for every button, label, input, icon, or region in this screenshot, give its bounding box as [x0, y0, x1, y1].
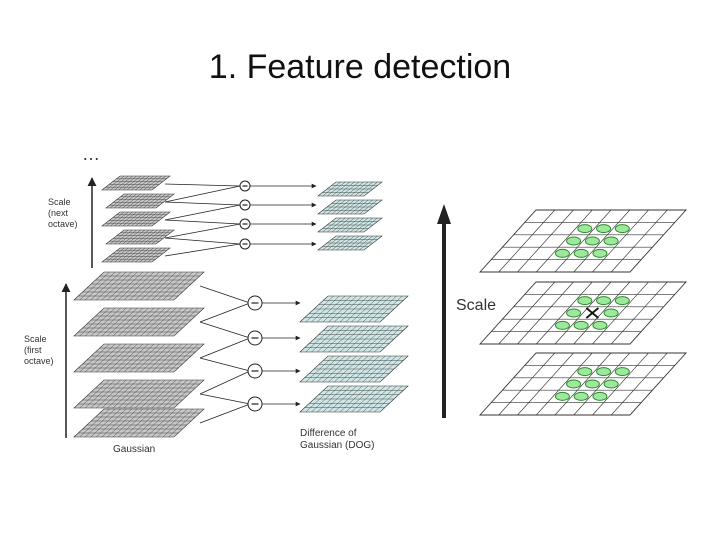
- slide-title: 1. Feature detection: [208, 48, 512, 86]
- keypoint-marker: [596, 367, 612, 377]
- ellipsis: …: [82, 144, 100, 164]
- keypoint-marker: [614, 296, 630, 306]
- keypoint-marker: [566, 236, 582, 246]
- keypoint-marker: [577, 224, 593, 234]
- gaussian-next-plane: [101, 175, 171, 191]
- minus-node: [239, 180, 251, 192]
- gaussian-next-octave-stack: [101, 175, 175, 263]
- connector-line: [199, 393, 251, 405]
- keypoint-marker: [566, 379, 582, 389]
- minus-node: [239, 218, 251, 230]
- keypoint-marker: [554, 391, 570, 401]
- extrema-detection-grids: [478, 209, 688, 416]
- gaussian-next-plane: [105, 229, 175, 245]
- keypoint-marker: [592, 391, 608, 401]
- subtraction-connectors: [164, 180, 317, 424]
- gaussian-next-plane: [101, 247, 171, 263]
- keypoint-marker: [584, 379, 600, 389]
- minus-node: [239, 199, 251, 211]
- keypoint-marker: [554, 320, 570, 330]
- minus-node: [247, 363, 263, 379]
- dog-next-plane: [317, 217, 383, 233]
- connector-line: [199, 321, 251, 339]
- scale-axis-label: Scale: [456, 297, 496, 314]
- gaussian-next-plane: [105, 193, 175, 209]
- connector-line: [164, 223, 241, 239]
- gaussian-first-plane: [73, 343, 205, 373]
- dog-label: Difference of Gaussian (DOG): [300, 428, 374, 451]
- connector-line: [199, 403, 251, 424]
- keypoint-marker: [573, 320, 589, 330]
- minus-node: [247, 330, 263, 346]
- scale-axis-arrowhead: [437, 204, 451, 224]
- connector-line: [199, 370, 251, 395]
- keypoint-marker: [603, 308, 619, 318]
- keypoint-marker: [554, 248, 570, 258]
- keypoint-marker: [577, 367, 593, 377]
- dog-next-octave-stack: [317, 181, 383, 251]
- gaussian-next-plane: [101, 211, 171, 227]
- scale-grid-bottom: [478, 352, 688, 416]
- keypoint-marker: [596, 224, 612, 234]
- keypoint-marker: [584, 236, 600, 246]
- keypoint-marker: [566, 308, 582, 318]
- minus-node: [247, 295, 263, 311]
- keypoint-marker: [573, 391, 589, 401]
- dog-first-plane: [299, 355, 409, 383]
- keypoint-marker: [614, 224, 630, 234]
- candidate-x-mark: [585, 307, 599, 319]
- minus-node: [239, 238, 251, 250]
- dog-first-octave-stack: [299, 295, 409, 413]
- connector-line: [164, 219, 241, 225]
- keypoint-marker: [614, 367, 630, 377]
- gaussian-first-plane: [73, 408, 205, 438]
- connector-line: [164, 201, 241, 206]
- dog-next-plane: [317, 181, 383, 197]
- dog-first-plane: [299, 295, 409, 323]
- gaussian-label: Gaussian: [113, 444, 155, 455]
- scale-grid-middle: [478, 281, 688, 345]
- keypoint-marker: [592, 320, 608, 330]
- connector-line: [199, 302, 251, 323]
- gaussian-first-octave-stack: [73, 271, 205, 438]
- connector-line: [164, 243, 241, 257]
- connector-line: [164, 185, 241, 203]
- keypoint-marker: [573, 248, 589, 258]
- gaussian-first-plane: [73, 379, 205, 409]
- dog-next-plane: [317, 235, 383, 251]
- connector-line: [199, 337, 251, 359]
- keypoint-marker: [603, 236, 619, 246]
- next-octave-label: Scale (next octave): [48, 197, 78, 229]
- connector-line: [164, 183, 241, 187]
- connector-line: [199, 357, 251, 372]
- dog-first-plane: [299, 385, 409, 413]
- minus-node: [247, 396, 263, 412]
- gaussian-first-plane: [73, 271, 205, 301]
- connector-line: [164, 237, 241, 245]
- connector-line: [199, 285, 251, 304]
- keypoint-marker: [596, 296, 612, 306]
- keypoint-marker: [603, 379, 619, 389]
- keypoint-marker: [592, 248, 608, 258]
- gaussian-first-plane: [73, 307, 205, 337]
- keypoint-marker: [577, 296, 593, 306]
- scale-grid-top: [478, 209, 688, 273]
- connector-line: [164, 204, 241, 221]
- dog-first-plane: [299, 325, 409, 353]
- first-octave-label: Scale (first octave): [24, 334, 54, 366]
- dog-next-plane: [317, 199, 383, 215]
